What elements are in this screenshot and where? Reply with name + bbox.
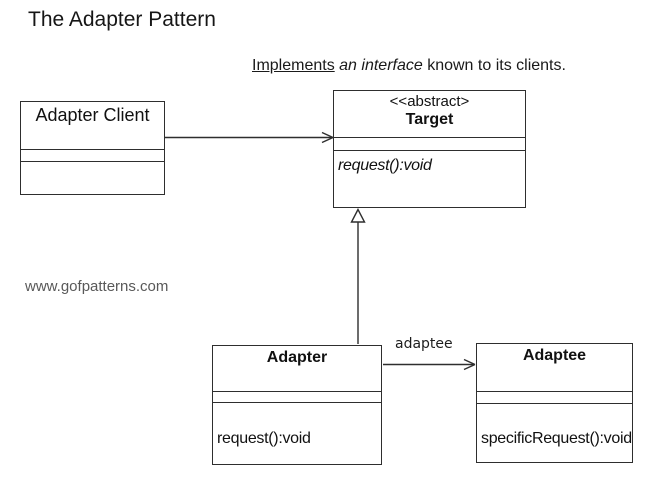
open-arrowhead-icon (463, 358, 476, 371)
association-client-to-target (165, 131, 334, 144)
class-box-target: <<abstract> Target request():void (333, 90, 526, 208)
compartment-divider (477, 402, 632, 404)
class-box-adaptee: Adaptee specificRequest():void (476, 343, 633, 463)
compartment-divider (477, 390, 632, 392)
compartment-divider (21, 148, 164, 150)
method-label: request():void (217, 430, 311, 447)
compartment-divider (334, 136, 525, 138)
method-label: request():void (338, 157, 432, 174)
open-arrowhead-icon (321, 131, 334, 144)
association-role-label: adaptee (395, 336, 453, 352)
hollow-triangle-arrowhead-icon (350, 207, 366, 223)
compartment-divider (21, 160, 164, 162)
compartment-divider (213, 390, 381, 392)
class-name-label: Adapter (266, 349, 328, 366)
stereotype-label: <<abstract> (389, 93, 470, 110)
annotation-rest-text: known to its clients. (427, 57, 566, 74)
page-title: The Adapter Pattern (28, 8, 216, 31)
diagram-annotation: Implements an interface known to its cli… (252, 57, 566, 75)
method-label: specificRequest():void (481, 430, 632, 447)
annotation-underlined-text: Implements (252, 57, 335, 74)
compartment-divider (334, 149, 525, 151)
annotation-italic-text: an interface (334, 57, 428, 74)
association-adapter-to-adaptee (383, 358, 476, 371)
class-box-adapter: Adapter request():void (212, 345, 382, 465)
watermark-text: www.gofpatterns.com (25, 278, 169, 295)
class-name-label: Adaptee (522, 347, 587, 364)
class-name-label: Adapter Client (35, 105, 150, 125)
compartment-divider (213, 401, 381, 403)
generalization-adapter-to-target (350, 207, 366, 344)
class-name-label: Target (405, 111, 454, 128)
class-box-adapter-client: Adapter Client (20, 101, 165, 195)
